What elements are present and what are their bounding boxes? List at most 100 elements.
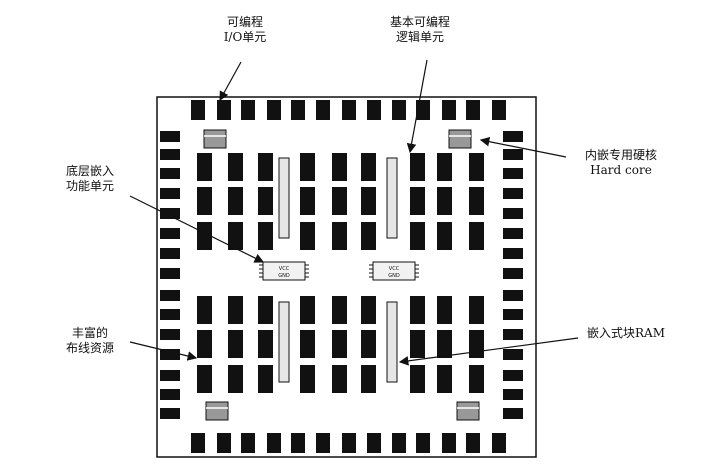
io-pad	[342, 100, 356, 120]
routing-label: 丰富的 布线资源	[50, 326, 130, 356]
callout-arrow	[219, 61, 242, 102]
io-pad	[217, 433, 231, 453]
logic-block	[332, 187, 347, 215]
io-pad	[291, 100, 305, 120]
logic-block	[300, 222, 315, 250]
block-ram-label-line1: 嵌入式块RAM	[587, 326, 665, 340]
logic-block	[197, 365, 212, 393]
callout-arrow	[406, 59, 428, 154]
logic-block	[332, 222, 347, 250]
logic-block	[228, 296, 243, 324]
logic-block	[332, 153, 347, 181]
io-pad	[503, 309, 523, 320]
chip-pin-label: GND	[278, 273, 290, 279]
logic-block	[361, 153, 376, 181]
io-pad	[392, 100, 406, 120]
logic-block	[437, 153, 452, 181]
io-pad	[160, 168, 180, 179]
logic-block	[228, 330, 243, 358]
io-pad	[503, 268, 523, 279]
io-pad	[503, 290, 523, 301]
io-pad	[503, 349, 523, 360]
io-pad	[267, 433, 281, 453]
io-pad	[342, 433, 356, 453]
hard-core-group	[203, 129, 480, 421]
io-pad	[160, 188, 180, 199]
io-pad	[191, 100, 205, 120]
logic-block	[361, 222, 376, 250]
io-pad	[160, 290, 180, 301]
io-pad	[291, 433, 305, 453]
logic-block	[332, 365, 347, 393]
io-pad	[503, 329, 523, 340]
logic-block	[469, 153, 484, 181]
io-pad	[367, 433, 381, 453]
logic-block	[410, 222, 425, 250]
logic-block	[228, 187, 243, 215]
logic-block	[469, 187, 484, 215]
logic-block	[437, 330, 452, 358]
logic-block	[410, 330, 425, 358]
io-pad	[503, 228, 523, 239]
fpga-die-outline	[156, 96, 537, 458]
io-pad	[503, 370, 523, 381]
block-ram	[278, 301, 290, 383]
logic-unit-label-line2: 逻辑单元	[395, 30, 444, 44]
chip-pin-label: VCC	[279, 266, 290, 272]
io-pad	[217, 100, 231, 120]
routing-label-line1: 丰富的	[71, 326, 108, 340]
io-pad	[503, 408, 523, 419]
hard-core	[203, 129, 227, 149]
callout-arrow-group	[129, 59, 579, 366]
io-pad	[492, 100, 506, 120]
io-pad	[503, 188, 523, 199]
block-ram-label: 嵌入式块RAM	[576, 326, 676, 341]
io-pad	[160, 248, 180, 259]
io-pad	[503, 208, 523, 219]
logic-block	[410, 296, 425, 324]
routing-label-line2: 布线资源	[65, 341, 114, 355]
logic-block	[410, 187, 425, 215]
logic-block	[437, 187, 452, 215]
io-pad	[160, 268, 180, 279]
logic-block	[332, 330, 347, 358]
io-pad	[160, 228, 180, 239]
io-pad	[160, 149, 180, 160]
logic-block	[437, 296, 452, 324]
logic-block	[469, 222, 484, 250]
io-pad	[241, 100, 255, 120]
logic-block	[197, 330, 212, 358]
logic-block	[300, 153, 315, 181]
io-unit-label-line1: 可编程	[226, 15, 263, 29]
logic-block	[437, 222, 452, 250]
io-pad	[160, 208, 180, 219]
callout-arrow	[398, 337, 579, 366]
io-pad	[160, 408, 180, 419]
embedded-func-label: 底层嵌入 功能单元	[50, 164, 130, 194]
io-pad	[191, 433, 205, 453]
io-pad	[267, 100, 281, 120]
logic-block	[197, 153, 212, 181]
block-ram-group	[278, 157, 398, 383]
logic-block	[258, 296, 273, 324]
logic-block	[228, 222, 243, 250]
io-pad	[503, 389, 523, 400]
logic-block	[300, 365, 315, 393]
logic-block	[300, 187, 315, 215]
logic-block	[228, 365, 243, 393]
block-ram	[386, 157, 398, 239]
io-pad	[442, 100, 456, 120]
logic-block	[258, 187, 273, 215]
logic-block	[258, 153, 273, 181]
chip-pin-label: VCC	[389, 266, 400, 272]
logic-block	[410, 153, 425, 181]
logic-block	[361, 330, 376, 358]
block-ram	[386, 301, 398, 383]
block-ram	[278, 157, 290, 239]
logic-block	[300, 296, 315, 324]
io-pad	[316, 433, 330, 453]
io-pad	[160, 131, 180, 142]
hard-core-label-line1: 内嵌专用硬核	[584, 148, 657, 162]
